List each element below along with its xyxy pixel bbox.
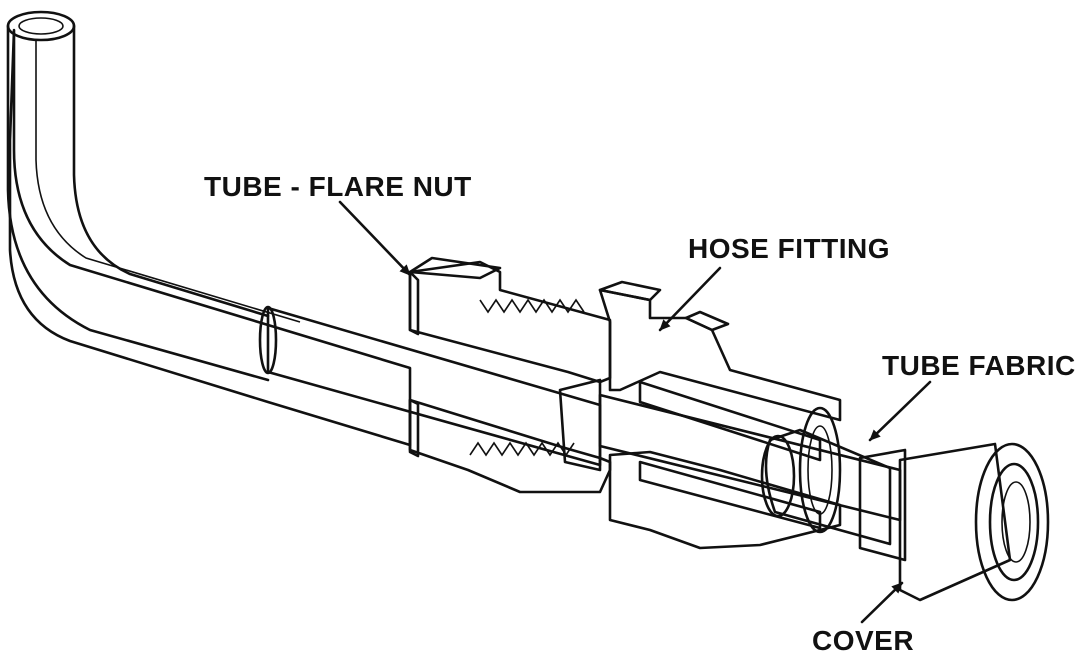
callout-labels: TUBE - FLARE NUT HOSE FITTING TUBE FABRI…	[204, 171, 1076, 656]
callout-arrows	[338, 200, 932, 624]
arrow-tube-flare-nut	[338, 200, 412, 277]
inner-tube	[598, 393, 902, 522]
flare-sleeve	[258, 305, 602, 472]
bent-tube	[6, 10, 412, 447]
arrow-cover	[860, 581, 904, 624]
label-hose-fitting: HOSE FITTING	[688, 233, 890, 264]
label-tube-fabric: TUBE FABRIC	[882, 350, 1076, 381]
tube-flare-nut	[408, 256, 612, 494]
label-tube-flare-nut: TUBE - FLARE NUT	[204, 171, 472, 202]
tube-fabric-braid	[760, 428, 892, 546]
hose-cover	[858, 442, 1050, 602]
arrow-tube-fabric	[868, 380, 932, 442]
arrow-hose-fitting	[658, 266, 722, 332]
hose-fitting-body	[598, 280, 842, 550]
label-cover: COVER	[812, 625, 914, 656]
